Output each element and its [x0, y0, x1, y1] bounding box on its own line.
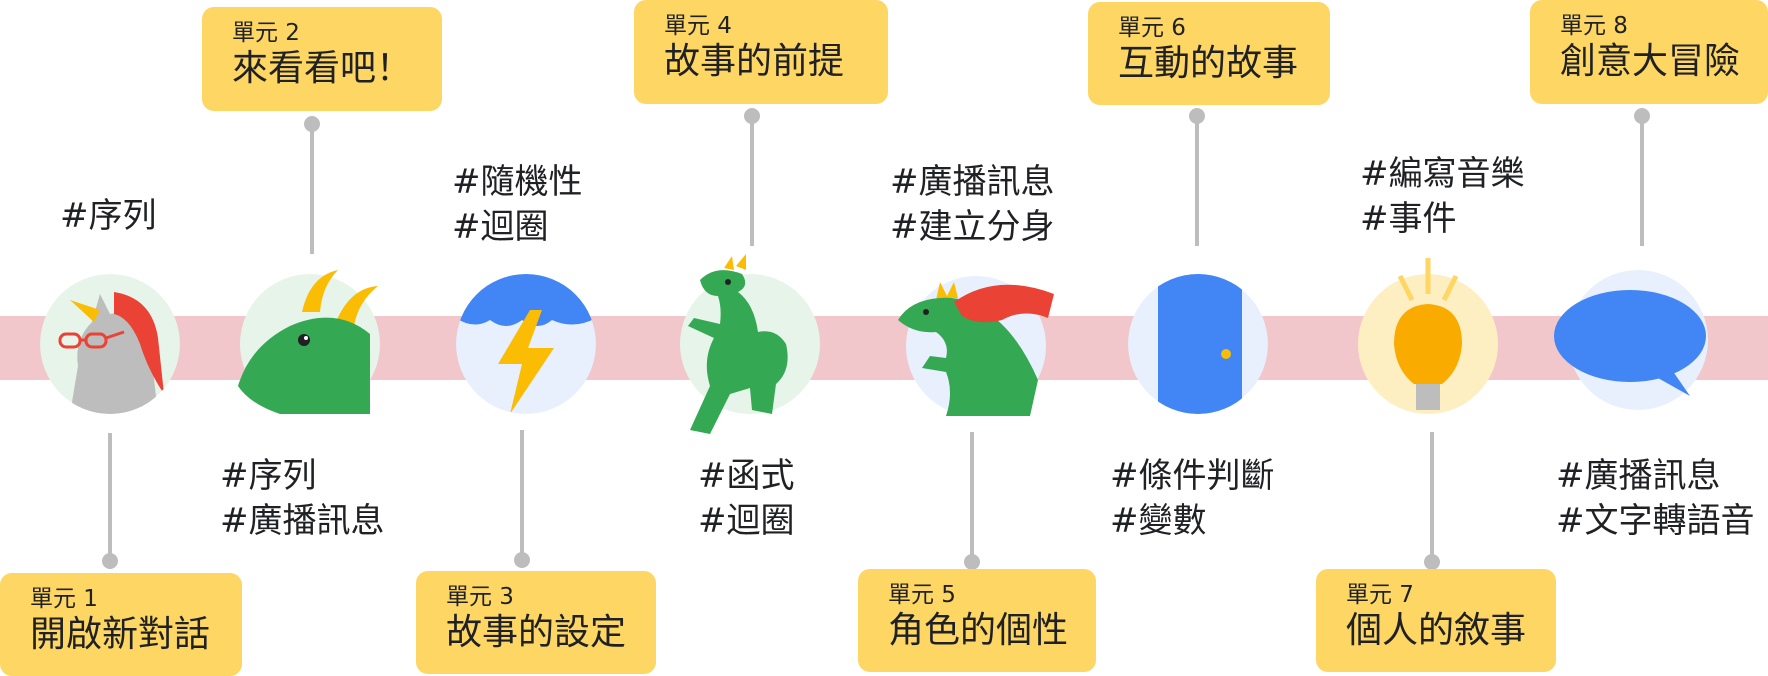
dinosaur-icon — [680, 254, 820, 434]
connector-unit-6 — [1195, 116, 1199, 246]
unit-1-tag: #序列 — [60, 196, 157, 236]
unit-8-title: 創意大冒險 — [1560, 41, 1741, 82]
unit-7-box: 單元 7 個人的敘事 — [1316, 569, 1556, 672]
unit-2-box: 單元 2 來看看吧！ — [202, 7, 442, 111]
connector-unit-1 — [108, 433, 112, 561]
unit-3-tags: #隨機性 #迴圈 — [452, 160, 583, 250]
unit-1-box: 單元 1 開啟新對話 — [0, 573, 242, 676]
unit-1-title: 開啟新對話 — [30, 614, 211, 655]
unit-6-title: 互動的故事 — [1118, 43, 1299, 84]
unit-6-box: 單元 6 互動的故事 — [1088, 2, 1330, 105]
connector-unit-5 — [970, 432, 974, 562]
lightbulb-icon — [1358, 258, 1498, 414]
unit-1-number: 單元 1 — [30, 586, 98, 612]
speech-bubble-icon — [1554, 270, 1708, 410]
unit-8-tags: #廣播訊息 #文字轉語音 — [1556, 454, 1755, 544]
unit-7-tags: #編寫音樂 #事件 — [1360, 152, 1525, 242]
unit-7-tag: #事件 — [1360, 199, 1457, 239]
unit-4-title: 故事的前提 — [664, 41, 845, 82]
unit-6-tag: #變數 — [1110, 501, 1207, 541]
connector-unit-4 — [750, 116, 754, 246]
flying-dragon-icon — [898, 276, 1054, 416]
unit-2-tag: #廣播訊息 — [220, 501, 385, 541]
unit-4-number: 單元 4 — [664, 13, 732, 39]
unit-2-tag: #序列 — [220, 456, 317, 496]
unit-5-tags: #廣播訊息 #建立分身 — [890, 160, 1055, 250]
unit-2-number: 單元 2 — [232, 20, 300, 46]
door-icon — [1128, 274, 1268, 414]
unit-6-number: 單元 6 — [1118, 15, 1186, 41]
unit-5-box: 單元 5 角色的個性 — [858, 569, 1096, 672]
unit-5-tag: #廣播訊息 — [890, 162, 1055, 202]
connector-dot-unit-4 — [744, 108, 760, 124]
connector-dot-unit-1 — [102, 553, 118, 569]
unit-5-title: 角色的個性 — [888, 610, 1069, 651]
unit-4-box: 單元 4 故事的前提 — [634, 0, 888, 104]
unit-3-number: 單元 3 — [446, 584, 514, 610]
unit-2-tags: #序列 #廣播訊息 — [220, 454, 385, 544]
unit-5-tag: #建立分身 — [890, 207, 1055, 247]
unit-7-tag: #編寫音樂 — [1360, 154, 1525, 194]
connector-unit-3 — [520, 430, 524, 560]
unit-8-box: 單元 8 創意大冒險 — [1530, 0, 1768, 104]
connector-unit-7 — [1430, 432, 1434, 562]
unit-4-tags: #函式 #迴圈 — [698, 454, 795, 544]
unit-5-number: 單元 5 — [888, 582, 956, 608]
unit-7-title: 個人的敘事 — [1346, 610, 1527, 651]
connector-dot-unit-6 — [1189, 108, 1205, 124]
unicorn-icon — [40, 274, 180, 414]
dragon-head-icon — [238, 270, 380, 414]
connector-dot-unit-5 — [964, 554, 980, 570]
connector-unit-8 — [1640, 116, 1644, 246]
unit-7-number: 單元 7 — [1346, 582, 1414, 608]
unit-8-tag: #文字轉語音 — [1556, 501, 1755, 541]
unit-1-tags: #序列 — [60, 194, 157, 239]
connector-dot-unit-7 — [1424, 554, 1440, 570]
unit-6-tags: #條件判斷 #變數 — [1110, 454, 1275, 544]
unit-3-title: 故事的設定 — [446, 612, 627, 653]
connector-dot-unit-8 — [1634, 108, 1650, 124]
unit-8-tag: #廣播訊息 — [1556, 456, 1721, 496]
unit-3-tag: #隨機性 — [452, 162, 583, 202]
connector-dot-unit-2 — [304, 116, 320, 132]
unit-3-box: 單元 3 故事的設定 — [416, 571, 656, 674]
unit-4-tag: #函式 — [698, 456, 795, 496]
unit-6-tag: #條件判斷 — [1110, 456, 1275, 496]
unit-3-tag: #迴圈 — [452, 207, 549, 247]
unit-2-title: 來看看吧！ — [232, 48, 413, 89]
lightning-icon — [456, 274, 596, 414]
unit-8-number: 單元 8 — [1560, 13, 1628, 39]
connector-unit-2 — [310, 124, 314, 254]
unit-4-tag: #迴圈 — [698, 501, 795, 541]
connector-dot-unit-3 — [514, 552, 530, 568]
